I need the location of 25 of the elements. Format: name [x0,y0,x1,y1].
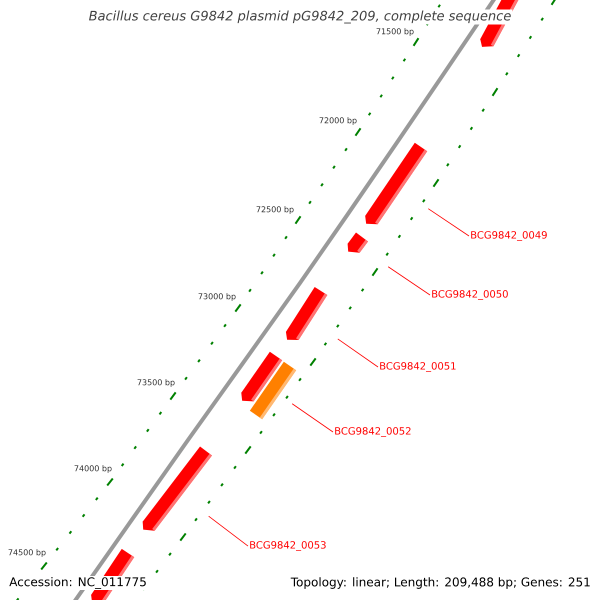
leader-line [292,403,334,432]
gene-segment [348,232,368,253]
position-label: 72500 bp [256,206,294,214]
gene-segment [250,362,296,420]
gene-label: BCG9842_0053 [250,541,326,551]
position-label: 73000 bp [198,293,236,301]
gene-label: BCG9842_0051 [380,362,456,372]
leader-line [428,208,470,236]
gene-segment [286,286,328,340]
position-label: 72000 bp [320,117,357,125]
position-label: 71500 bp [376,28,414,36]
gene-segment [365,142,428,224]
accession-text: Accession: NC_011775 [8,576,148,590]
leader-line [337,338,378,368]
leader-line [388,266,430,296]
gene-label: BCG9842_0049 [471,231,547,241]
summary-text: Topology: linear; Length: 209,488 bp; Genes: 251 [290,576,592,590]
title: Bacillus cereus G9842 plasmid pG9842_209, complete sequence [88,10,512,24]
gene-segment [142,446,212,531]
position-label: 74500 bp [8,549,46,557]
gene-label: BCG9842_0050 [432,290,508,300]
position-label: 74000 bp [74,465,112,473]
leader-line [208,516,248,546]
gene-label: BCG9842_0052 [335,427,410,437]
position-label: 73500 bp [138,379,175,387]
